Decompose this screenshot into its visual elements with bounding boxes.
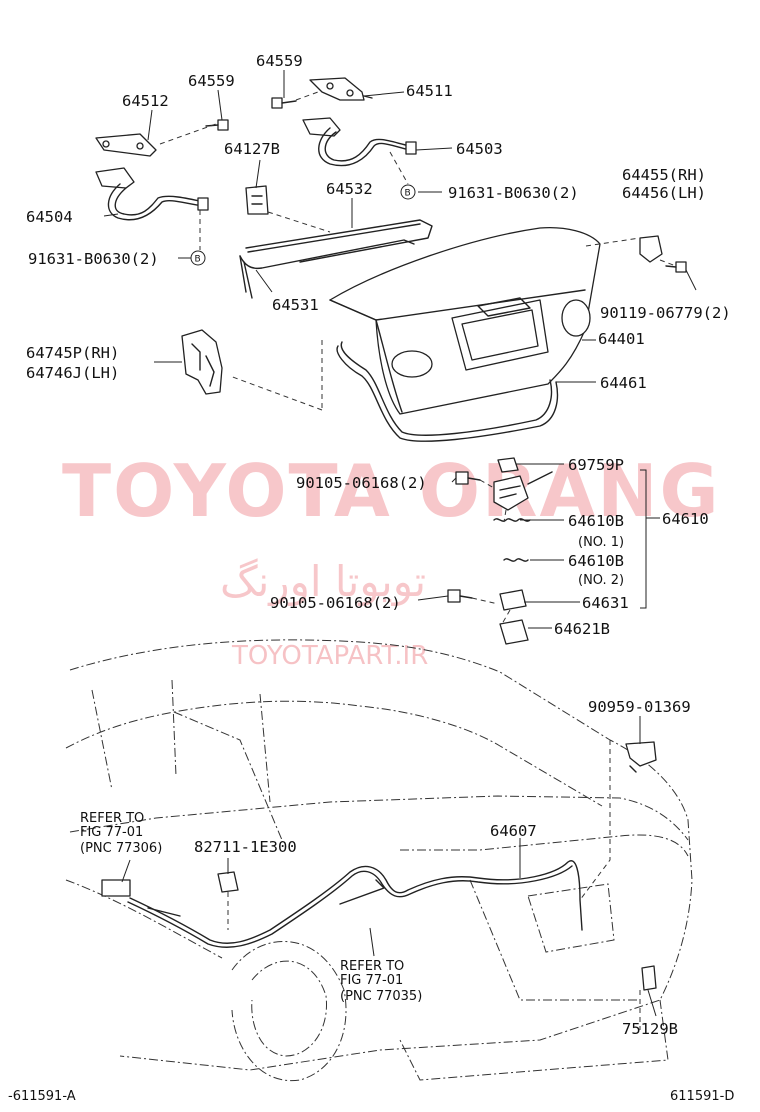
label-64607: 64607 <box>490 822 537 840</box>
label-64503: 64503 <box>456 140 503 158</box>
label-90105-top: 90105-06168(2) <box>296 474 427 492</box>
bolt-marker-b-left: B <box>190 250 206 266</box>
hinge-arm-64503-drawing <box>302 117 417 167</box>
label-75129b: 75129B <box>622 1020 678 1038</box>
refer-77035-line2: FIG 77-01 <box>340 973 403 988</box>
weatherstrip-64461-drawing <box>229 340 559 442</box>
label-64531: 64531 <box>272 296 319 314</box>
emblem-75129b-drawing <box>641 965 657 991</box>
label-64504: 64504 <box>26 208 73 226</box>
diagram-code-left: -611591-A <box>8 1089 76 1104</box>
clamp-90959-drawing <box>625 741 657 773</box>
label-90119: 90119-06779(2) <box>600 304 731 322</box>
striker-64631-drawing <box>499 589 527 611</box>
label-82711: 82711-1E300 <box>194 838 297 856</box>
car-body-drawing <box>65 639 693 1082</box>
label-64461: 64461 <box>600 374 647 392</box>
svg-text:B: B <box>195 255 201 265</box>
label-64610b-no1-sub: (NO. 1) <box>578 535 624 550</box>
leader-lines <box>103 70 697 1017</box>
diagram-code-right: 611591-D <box>670 1089 734 1104</box>
hinge-64511-drawing <box>309 77 373 101</box>
label-64610b-no1: 64610B <box>568 512 624 530</box>
label-91631-top: 91631-B0630(2) <box>448 184 579 202</box>
screw-90119-drawing <box>665 261 687 273</box>
hinge-arm-64504-drawing <box>95 167 209 221</box>
label-64559-left: 64559 <box>188 72 235 90</box>
bracket-64745p-drawing <box>181 329 223 395</box>
refer-77306-line2: FIG 77-01 <box>80 825 143 840</box>
stopper-64455-drawing <box>639 235 663 263</box>
watermark-persian: تویوتا اورنگ <box>220 557 426 606</box>
label-64610b-no2: 64610B <box>568 552 624 570</box>
label-90959: 90959-01369 <box>588 698 691 716</box>
lock-body-64610-drawing <box>493 471 553 511</box>
torsion-bar-64532-drawing <box>245 219 433 263</box>
release-cable-64607-drawing <box>101 860 583 948</box>
label-64401: 64401 <box>598 330 645 348</box>
guide-lines <box>159 91 677 1030</box>
label-64621b: 64621B <box>554 620 610 638</box>
watermark-main: TOYOTA ORANG <box>62 449 721 533</box>
label-64511: 64511 <box>406 82 453 100</box>
label-90105-bottom: 90105-06168(2) <box>270 594 401 612</box>
label-64631: 64631 <box>582 594 629 612</box>
svg-text:B: B <box>405 189 411 199</box>
bolt-64559-left-drawing <box>205 119 229 131</box>
refer-77306-line3: (PNC 77306) <box>80 841 162 856</box>
label-91631-left: 91631-B0630(2) <box>28 250 159 268</box>
torsion-bar-64531-drawing <box>239 239 415 299</box>
label-64610b-no2-sub: (NO. 2) <box>578 573 624 588</box>
label-64127b: 64127B <box>224 140 280 158</box>
refer-77035-line1: REFER TO <box>340 959 404 974</box>
label-64746j: 64746J(LH) <box>26 364 119 382</box>
label-64512: 64512 <box>122 92 169 110</box>
label-64455: 64455(RH) <box>622 166 706 184</box>
lock-69759p-drawing <box>497 457 519 473</box>
label-64456: 64456(LH) <box>622 184 706 202</box>
watermark-url: TOYOTAPART.IR <box>231 641 428 671</box>
bolt-90105-b-drawing <box>447 589 473 603</box>
cover-64621b-drawing <box>499 619 529 645</box>
hinge-64512-drawing <box>95 133 157 157</box>
label-64745p: 64745P(RH) <box>26 344 119 362</box>
bracket-64127b-drawing <box>245 185 269 215</box>
bolt-marker-b-top: B <box>400 184 416 200</box>
clip-82711-drawing <box>217 871 239 893</box>
refer-77306-line1: REFER TO <box>80 811 144 826</box>
bolt-90105-a-drawing <box>455 471 481 485</box>
label-64559-top: 64559 <box>256 52 303 70</box>
bolt-64559-top-drawing <box>271 97 297 109</box>
refer-77035-line3: (PNC 77035) <box>340 989 422 1004</box>
spring-64610b-2-drawing <box>503 558 529 562</box>
label-64610: 64610 <box>662 510 709 528</box>
label-64532: 64532 <box>326 180 373 198</box>
trunk-lid-64401-drawing <box>329 226 601 415</box>
label-69759p: 69759P <box>568 456 624 474</box>
